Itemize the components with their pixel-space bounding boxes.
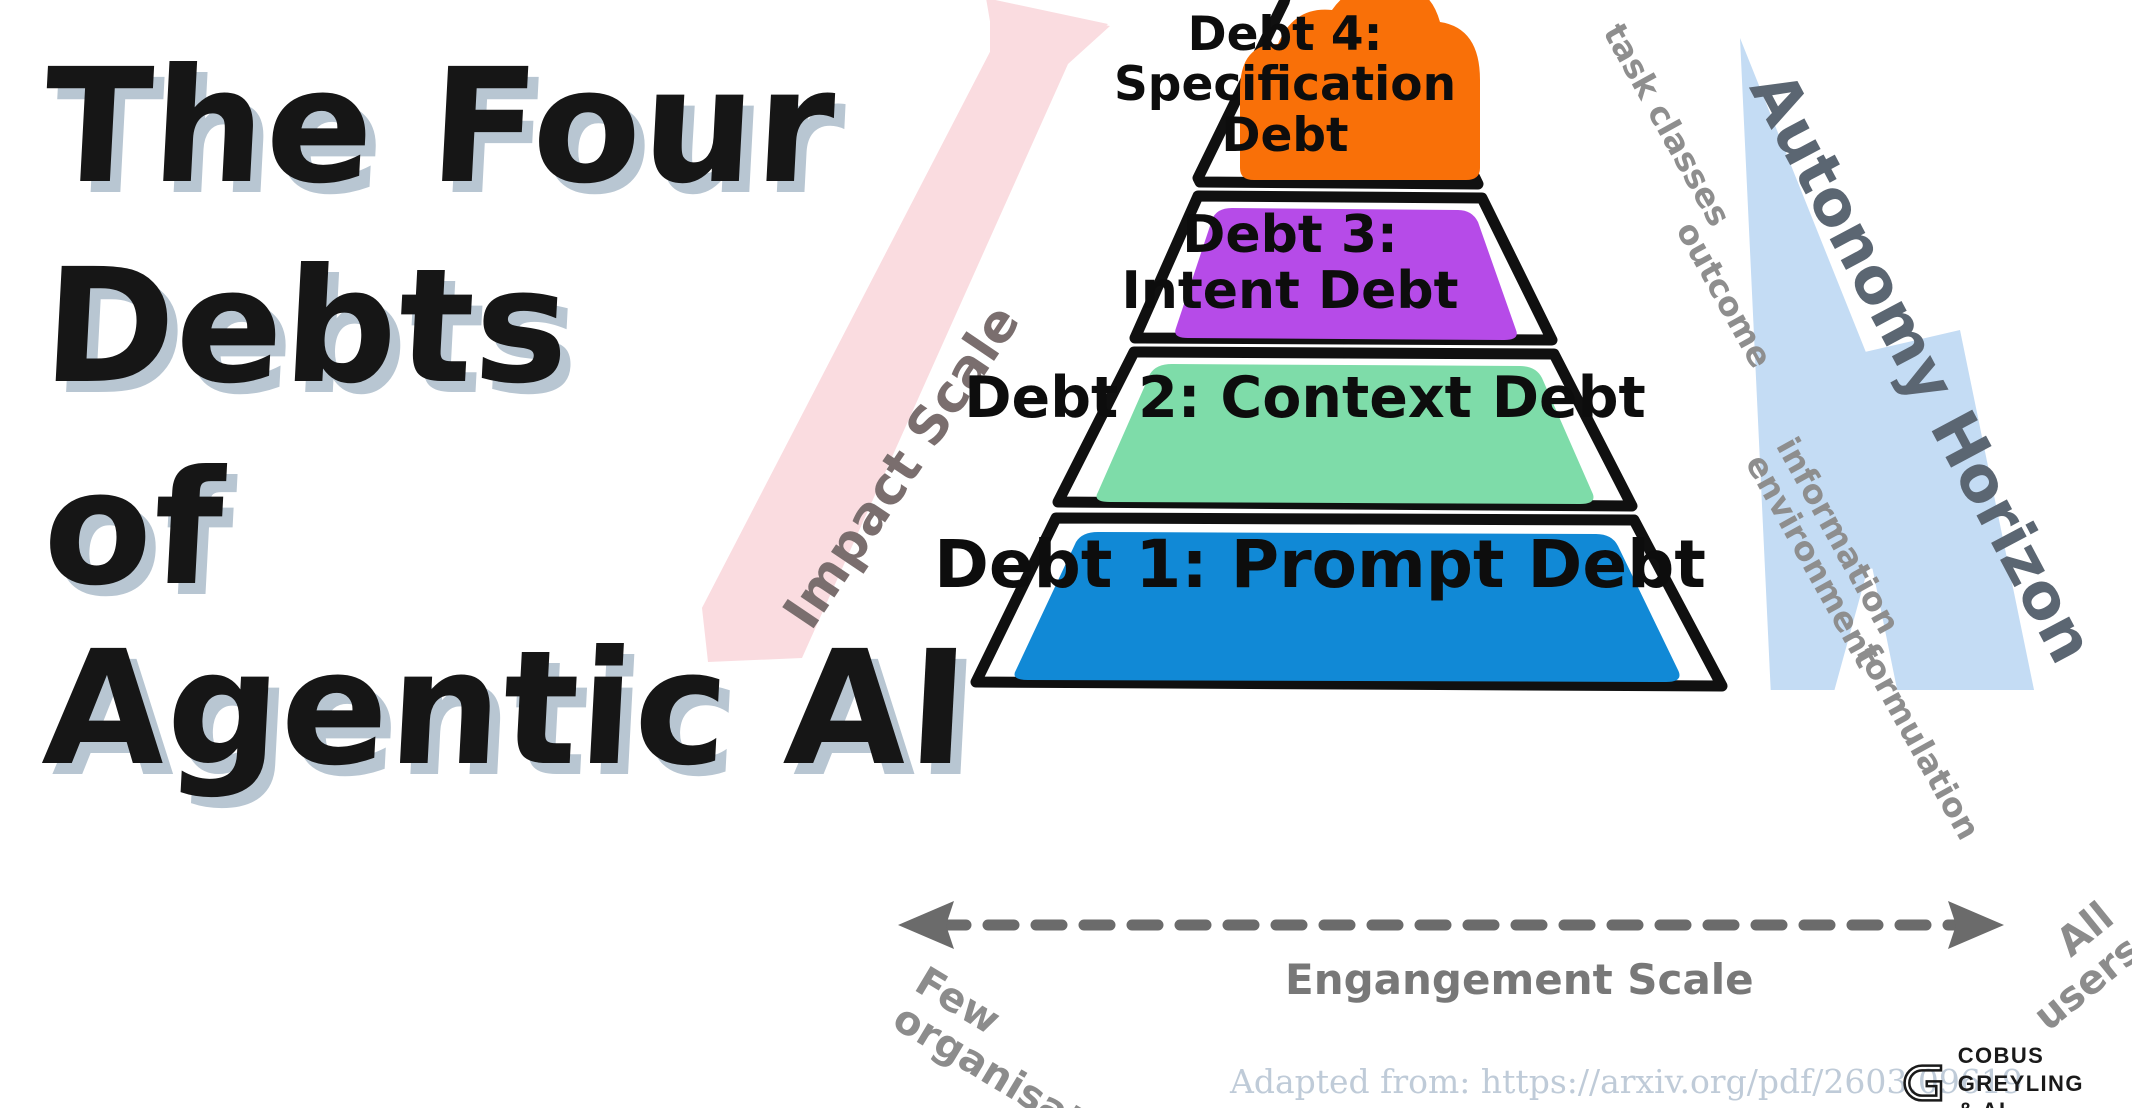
source-credit: Adapted from: https://arxiv.org/pdf/2603… (1230, 1062, 2023, 1101)
brand-logo-text: COBUS GREYLING & AI (1957, 1043, 2084, 1108)
engagement-scale-axis (898, 901, 2004, 949)
impact-scale-arrow (702, 0, 1110, 662)
autonomy-horizon-arrow (1740, 38, 2035, 690)
title-line-3: of (39, 437, 229, 621)
axis-label-few-organisations: Few organisations (885, 958, 1174, 1108)
pyramid-tier-2-fill (1096, 364, 1594, 504)
pyramid-tier-3-fill (1175, 208, 1517, 340)
brand-logo: COBUS GREYLING & AI (1903, 1042, 2132, 1108)
engagement-scale-label: Engangement Scale (1285, 955, 1754, 1004)
debt-pyramid: Debt 4: Specification Debt Debt 3: Inten… (880, 0, 1880, 940)
pyramid-tier-1-fill (1014, 532, 1680, 682)
pyramid-tier-4-fill (1240, 0, 1480, 180)
title-line-2: Debts (39, 235, 575, 419)
g-monogram-icon (1903, 1064, 1943, 1102)
